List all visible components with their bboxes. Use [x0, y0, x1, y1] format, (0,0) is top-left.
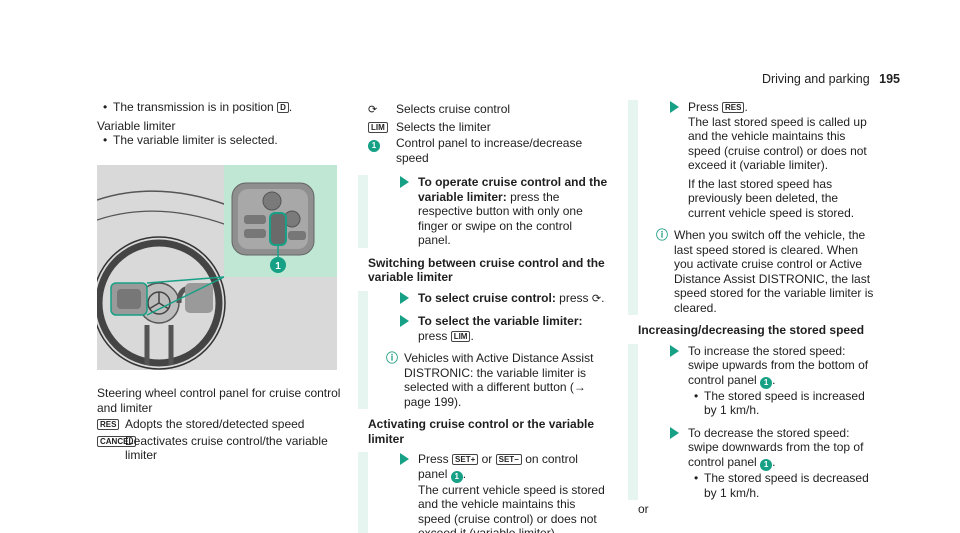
callout-1-icon: 1	[760, 376, 773, 389]
callout-1-icon: 1	[450, 470, 463, 483]
step-arrow-icon	[670, 344, 679, 357]
or-text: or	[638, 502, 649, 516]
step-arrow-icon	[670, 101, 679, 113]
section-title: Driving and parking	[761, 72, 870, 86]
step-select-cruise: To select cruise control: press ⟳.	[388, 291, 608, 307]
page-header: Driving and parking 195	[762, 72, 900, 87]
set-minus-key-icon: SET−	[495, 454, 522, 465]
info-icon: ⓘ	[386, 351, 399, 365]
callout-1-label: 1	[275, 261, 281, 272]
step-arrow-icon	[400, 176, 409, 188]
lim-key-icon: LIM	[368, 121, 388, 133]
step-select-limiter: To select the variable limiter: press LI…	[388, 314, 608, 343]
cruise-control-icon: ⟳	[368, 104, 378, 116]
lim-key-icon: LIM	[450, 330, 471, 342]
callout-1-icon: 1	[368, 140, 380, 153]
cruise-control-icon: ⟳	[591, 292, 602, 305]
key-lim-row: LIM Selects the limiter	[368, 120, 608, 135]
step-bar-activating: Press SET+ or SET− on control panel 1. T…	[358, 452, 608, 533]
bullet-limiter-selected: The variable limiter is selected.	[97, 133, 337, 148]
step-arrow-icon	[400, 291, 409, 304]
heading-increase-decrease: Increasing/decreasing the stored speed	[638, 323, 865, 337]
callout-1-icon	[270, 257, 286, 273]
step-increase: To increase the stored speed: swipe upwa…	[658, 344, 878, 418]
key-cancel-row: CANCEL Deactivates cruise control/the va…	[97, 434, 341, 463]
res-key-icon: RES	[97, 419, 120, 430]
gear-d-key-icon: D	[277, 102, 289, 113]
column-1: The transmission is in position D. Varia…	[97, 100, 337, 148]
info-icon: ⓘ	[656, 228, 669, 242]
step-bar-switching: To select cruise control: press ⟳. To se…	[358, 290, 608, 409]
key-panel-row: 1 Control panel to increase/decrease spe…	[368, 136, 608, 165]
callout-1-icon: 1	[760, 459, 773, 471]
step-decrease: To decrease the stored speed: swipe down…	[658, 426, 878, 500]
column-3: Press RES. The last stored speed is call…	[628, 100, 878, 517]
key-cruise-row: ⟳ Selects cruise control	[368, 102, 511, 116]
note-switch-off: ⓘ When you switch off the vehicle, the l…	[656, 228, 874, 315]
control-panel-illustration: 1	[231, 182, 315, 273]
step-arrow-icon	[400, 453, 409, 465]
cancel-key-icon: CANCEL	[97, 435, 137, 447]
step-arrow-icon	[400, 315, 409, 327]
step-bar-incdec: To increase the stored speed: swipe upwa…	[628, 343, 878, 500]
step-arrow-icon	[670, 426, 679, 439]
bullet-increased: The stored speed is increased by 1 km/h.	[688, 389, 878, 418]
heading-activating: Activating cruise control or the variabl…	[368, 417, 595, 446]
variable-limiter-label: Variable limiter	[97, 118, 176, 133]
set-plus-key-icon: SET+	[452, 454, 479, 465]
step-bar-operate: To operate cruise control and the varia­…	[358, 175, 608, 248]
step-operate: To operate cruise control and the varia­…	[388, 175, 608, 248]
step-bar-res: Press RES. The last stored speed is call…	[628, 100, 878, 315]
figure-caption: Steering wheel control panel for cruise …	[97, 386, 341, 463]
control-panel-inset: 1	[224, 165, 337, 277]
note-distronic: ⓘ Vehicles with Active Distance Assist D…	[386, 351, 594, 409]
step-press-set: Press SET+ or SET− on control panel 1. T…	[388, 452, 608, 533]
res-key-icon: RES	[722, 102, 745, 113]
key-res-row: RES Adopts the stored/detected speed	[97, 417, 341, 432]
bullet-transmission: The transmission is in position D.	[97, 100, 337, 115]
heading-switching: Switching between cruise control and the…	[368, 255, 605, 285]
steering-wheel-figure: 1	[97, 165, 337, 370]
step-press-res: Press RES. The last stored speed is call…	[658, 100, 878, 220]
caption-text: Steering wheel control panel for cruise …	[97, 386, 341, 415]
bullet-decreased: The stored speed is decreased by 1 km/h.	[688, 471, 878, 500]
column-2: ⟳ Selects cruise control LIM Selects the…	[358, 100, 608, 533]
page-number: 195	[879, 72, 900, 86]
